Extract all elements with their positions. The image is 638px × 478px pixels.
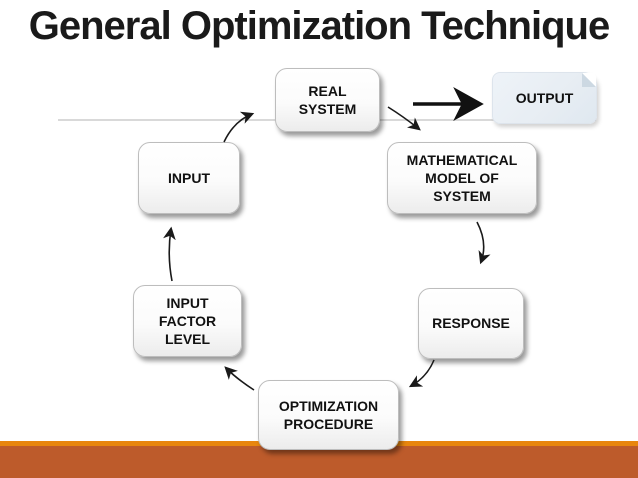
slide-title: General Optimization Technique: [28, 4, 610, 48]
arrow-response-to-optimization-procedure: [408, 359, 435, 388]
node-real-system-label: REAL SYSTEM: [298, 82, 357, 117]
node-mathematical-model: MATHEMATICAL MODEL OF SYSTEM: [387, 142, 537, 214]
node-output: OUTPUT: [492, 72, 597, 124]
node-response: RESPONSE: [418, 288, 524, 359]
node-optimization-procedure: OPTIMIZATION PROCEDURE: [258, 380, 399, 450]
arrow-real-system-to-mathematical-model: [387, 106, 421, 131]
arrow-input-factor-level-to-input: [163, 226, 176, 282]
arrow-optimization-procedure-to-input-factor-level: [224, 366, 255, 391]
bottom-bar: [0, 446, 638, 478]
node-mathematical-model-label: MATHEMATICAL MODEL OF SYSTEM: [406, 151, 518, 205]
node-response-label: RESPONSE: [432, 315, 510, 332]
node-optimization-procedure-label: OPTIMIZATION PROCEDURE: [278, 397, 379, 432]
node-input-factor-level: INPUT FACTOR LEVEL: [133, 285, 242, 357]
node-input-label: INPUT: [168, 169, 210, 186]
node-input-factor-level-label: INPUT FACTOR LEVEL: [158, 294, 217, 348]
node-input: INPUT: [138, 142, 240, 214]
arrow-mathematical-model-to-response: [476, 221, 491, 265]
node-real-system: REAL SYSTEM: [275, 68, 380, 132]
node-output-label: OUTPUT: [515, 89, 574, 106]
